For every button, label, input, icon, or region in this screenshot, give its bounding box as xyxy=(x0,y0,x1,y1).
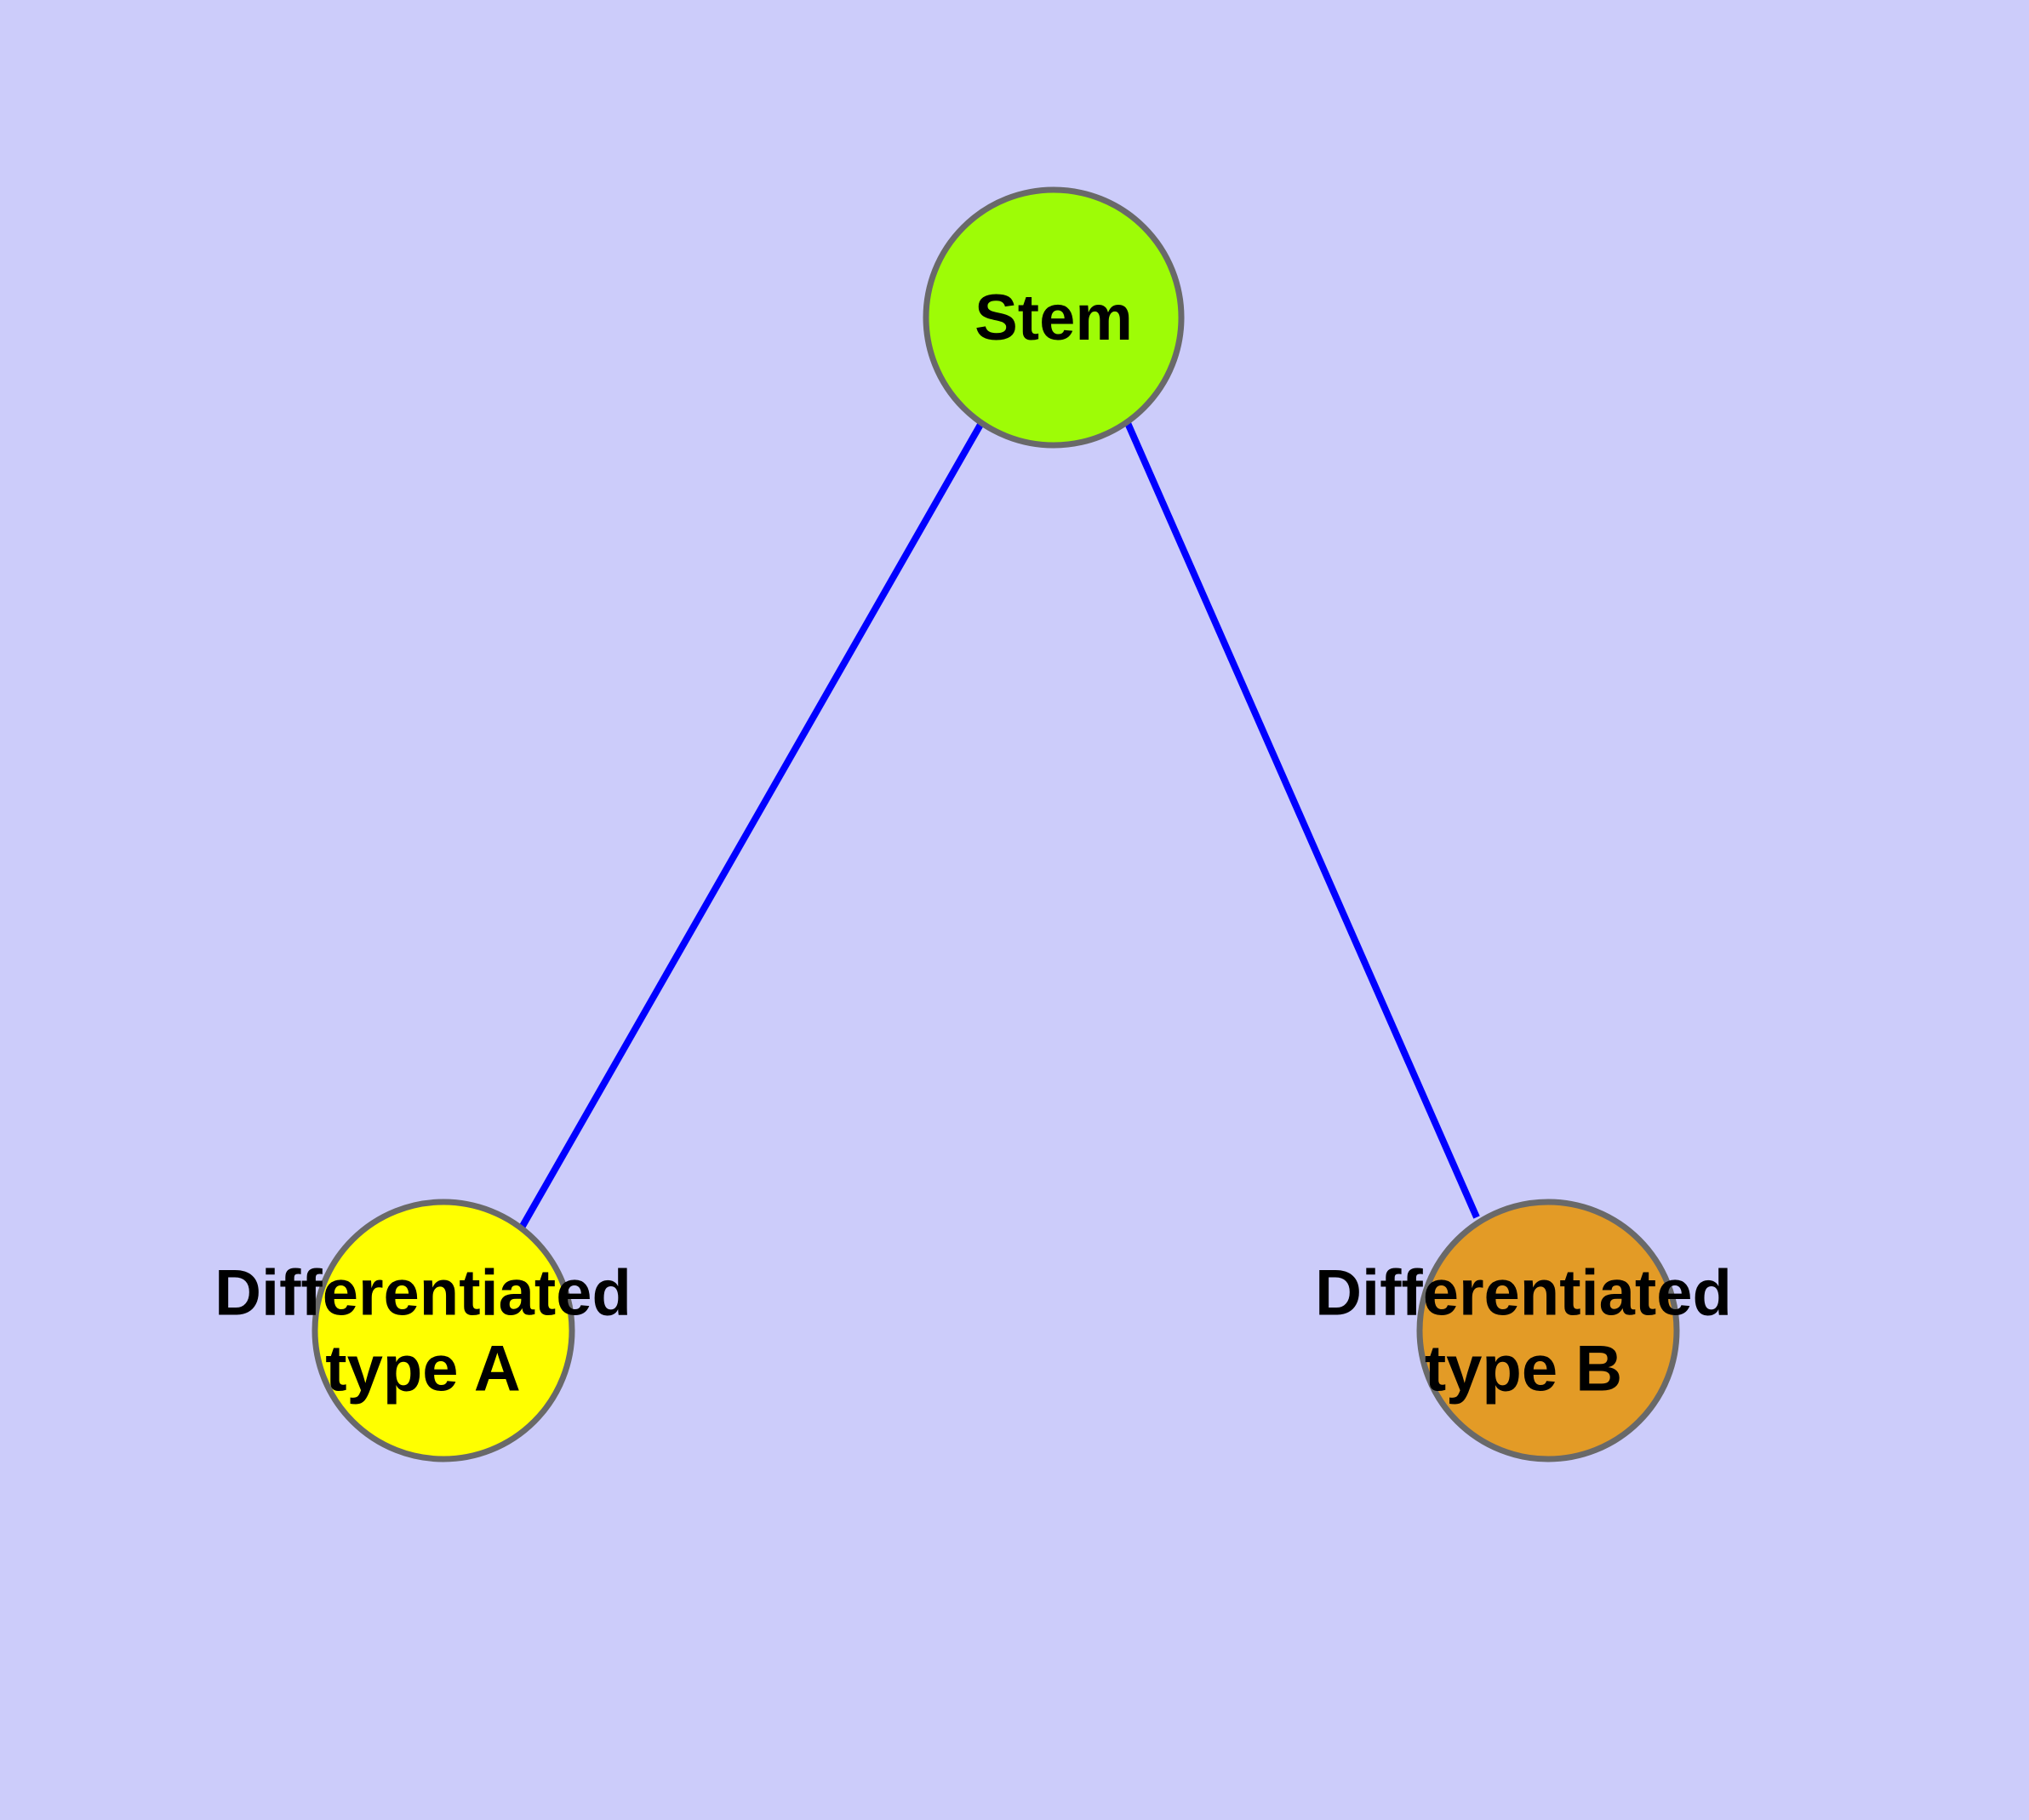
node-stem[interactable] xyxy=(923,186,1185,449)
edge-stem-to-differentiated-type-b[interactable] xyxy=(1124,421,1480,1219)
node-differentiated-type-a[interactable] xyxy=(311,1199,575,1462)
node-label-line: Stem xyxy=(974,282,1133,354)
node-label-line: Differentiated xyxy=(214,1256,632,1329)
node-differentiated-type-a-circle[interactable] xyxy=(311,1199,575,1462)
node-differentiated-type-b[interactable] xyxy=(1416,1199,1680,1462)
node-stem-label: Stem xyxy=(974,282,1133,354)
node-stem-circle[interactable] xyxy=(923,186,1185,449)
node-label-line: type A xyxy=(325,1332,520,1405)
edge-stem-to-differentiated-type-a[interactable] xyxy=(518,421,985,1229)
node-differentiated-type-b-circle[interactable] xyxy=(1416,1199,1680,1462)
node-label-line: type B xyxy=(1425,1332,1622,1405)
node-label-line: Differentiated xyxy=(1315,1256,1732,1329)
node-layer xyxy=(311,186,1680,1462)
edge-layer xyxy=(518,421,1480,1229)
